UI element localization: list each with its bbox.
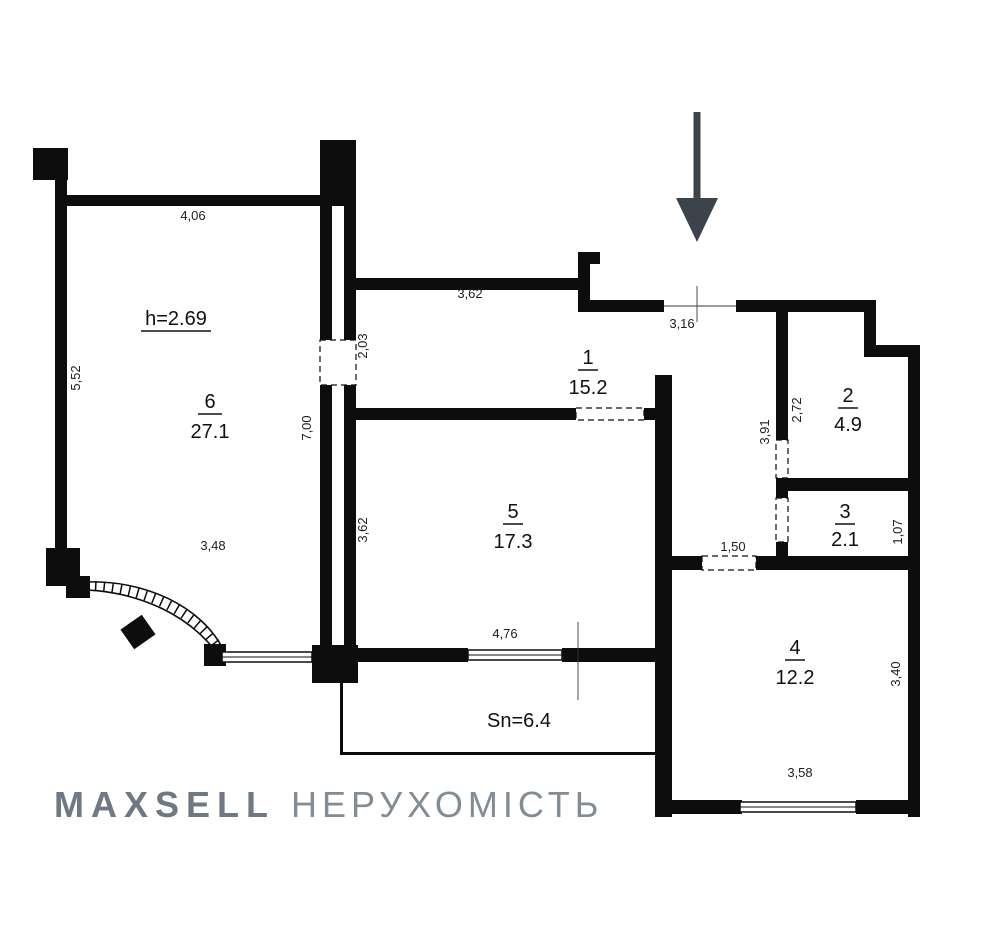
bay-mullion: [66, 576, 90, 598]
door-room3: [775, 497, 789, 543]
dim-hall-top: 3,62: [457, 286, 482, 301]
wall-segment: [864, 300, 876, 357]
wall-segment: [788, 478, 910, 491]
dim-room6-bottom: 3,48: [200, 538, 225, 553]
wall-segment: [320, 206, 332, 340]
room-3-number: 3: [839, 501, 850, 523]
dim-room4-door: 1,50: [720, 539, 745, 554]
dimension-labels: 4,06 5,52 3,48 2,03 7,00 3,62 3,16 2,72 …: [68, 208, 905, 780]
room-2-number: 2: [842, 385, 853, 407]
dim-room5-bottom: 4,76: [492, 626, 517, 641]
dim-room4-right: 3,40: [888, 661, 903, 686]
ceiling-height-label: h=2.69: [145, 308, 207, 330]
bay-mullion: [204, 644, 226, 666]
bay-window: [66, 576, 228, 666]
room-labels: h=2.69 6 27.1 1 15.2 2 4.9 3 2.1 4 12.2 …: [141, 308, 862, 732]
wall-segment: [856, 800, 920, 814]
balcony-walls: [340, 683, 658, 755]
wall-segment: [776, 478, 788, 498]
balcony-wall: [340, 752, 658, 755]
room-5-number: 5: [507, 501, 518, 523]
dim-room6-left: 5,52: [68, 365, 83, 390]
dim-room2-left: 2,72: [789, 397, 804, 422]
wall-segment: [736, 300, 788, 312]
wall-segment: [655, 375, 672, 817]
arrow-head: [676, 198, 718, 242]
wall-segment: [644, 408, 655, 420]
wall-segment: [33, 148, 68, 180]
room-3-area: 2.1: [831, 529, 859, 551]
dim-room4-bottom: 3,58: [787, 765, 812, 780]
wall-segment: [344, 385, 356, 648]
wall-segment: [356, 648, 468, 662]
door-room2: [775, 439, 789, 479]
wall-segment: [55, 178, 67, 553]
room-6-number: 6: [204, 391, 215, 413]
wall-segment: [344, 278, 590, 290]
window-room4: [739, 801, 857, 813]
wall-segment: [356, 408, 576, 420]
window-bay-straight: [221, 651, 313, 663]
entrance-arrow-icon: [676, 112, 718, 242]
wall-segment: [578, 252, 590, 312]
wall-segment: [776, 300, 876, 312]
wall-segment: [864, 345, 920, 357]
wall-segment: [672, 800, 742, 814]
dim-shaft-width: 2,03: [355, 333, 370, 358]
dim-room3-right: 1,07: [890, 519, 905, 544]
room-1-area: 15.2: [569, 377, 608, 399]
dim-wall-length: 7,00: [299, 415, 314, 440]
room-6-area: 27.1: [191, 421, 230, 443]
wall-segment: [776, 312, 788, 440]
wall-segment: [55, 195, 325, 206]
wall-segment: [672, 556, 702, 570]
door-openings: [319, 339, 789, 571]
entrance: [577, 286, 736, 700]
wall-segment: [756, 556, 920, 570]
logo-word-text: НЕРУХОМІСТЬ: [291, 784, 604, 825]
wall-segment: [344, 278, 356, 340]
walls: [33, 140, 920, 817]
wall-segment: [312, 645, 358, 683]
wall-segment: [320, 385, 332, 648]
wall-segment: [320, 140, 356, 206]
dim-room5-left: 3,62: [355, 517, 370, 542]
room-2-area: 4.9: [834, 414, 862, 436]
bay-mullion: [120, 614, 156, 650]
wall-segment: [908, 345, 920, 817]
room-1-number: 1: [582, 347, 593, 369]
wall-segment: [588, 300, 664, 312]
wall-segment: [344, 206, 356, 290]
dim-entrance-width: 3,16: [669, 316, 694, 331]
wall-segment: [578, 252, 600, 264]
door-room4: [701, 555, 757, 571]
dim-hall-right: 3,91: [757, 419, 772, 444]
windows: [221, 649, 857, 813]
room-4-number: 4: [789, 637, 800, 659]
room-4-area: 12.2: [776, 667, 815, 689]
door-room6: [319, 339, 357, 386]
room-5-area: 17.3: [494, 531, 533, 553]
window-room5: [467, 649, 563, 661]
wall-segment: [562, 648, 655, 662]
logo-brand-text: MAXSELL: [54, 784, 276, 825]
wall-segment: [776, 542, 788, 560]
balcony-area-label: Sn=6.4: [487, 710, 551, 732]
dim-room6-top: 4,06: [180, 208, 205, 223]
bay-inner-arc: [85, 581, 223, 648]
door-room5: [575, 407, 645, 421]
balcony-wall: [340, 683, 343, 755]
logo: MAXSELL НЕРУХОМІСТЬ: [54, 784, 603, 826]
